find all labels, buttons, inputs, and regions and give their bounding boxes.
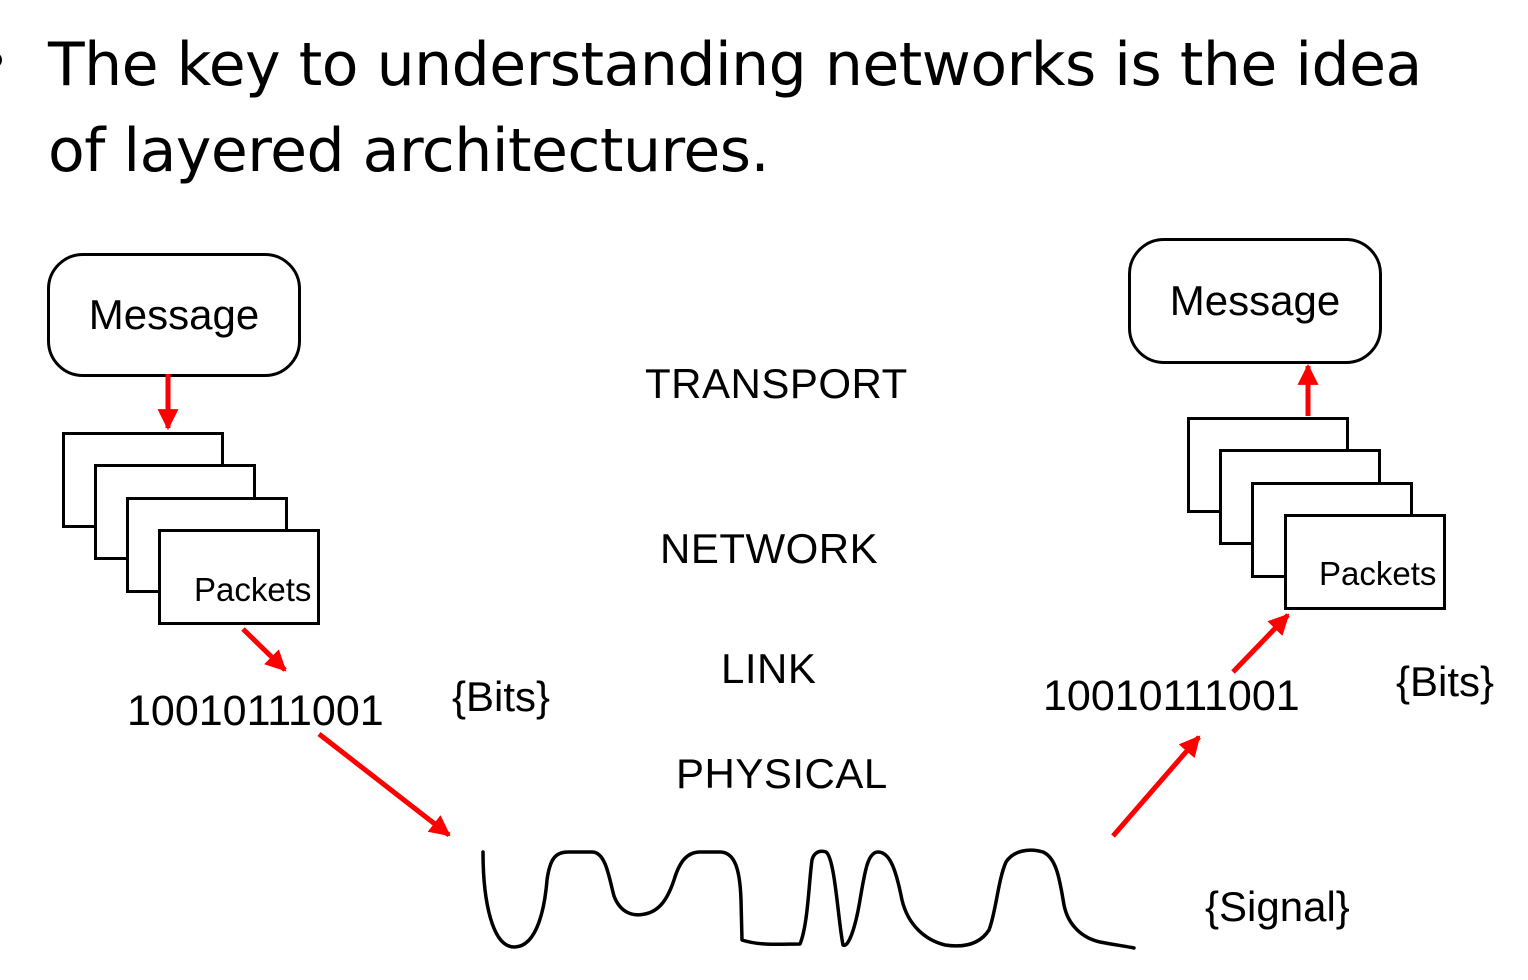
left-bits-tag: {Bits} bbox=[452, 673, 551, 720]
left-bits: 10010111001 bbox=[127, 687, 384, 735]
slide-heading: The key to understanding networks is the… bbox=[48, 30, 1422, 186]
left-packet-4 bbox=[158, 529, 320, 625]
arrow-right-bits-to-packets bbox=[1231, 613, 1290, 674]
arrow-right-signal-to-bits bbox=[1111, 735, 1201, 838]
right-bits-tag: {Bits} bbox=[1396, 658, 1495, 705]
left-message-box: Message bbox=[47, 253, 301, 377]
layer-transport: TRANSPORT bbox=[645, 360, 908, 407]
right-message-box: Message bbox=[1128, 238, 1382, 364]
bullet-point bbox=[0, 52, 2, 68]
arrow-left-packets-to-bits bbox=[241, 627, 287, 672]
signal-tag: {Signal} bbox=[1205, 883, 1350, 930]
layer-physical: PHYSICAL bbox=[676, 750, 888, 797]
arrow-left-bits-to-signal bbox=[317, 732, 451, 837]
left-packets-label: Packets bbox=[194, 571, 312, 608]
layer-link: LINK bbox=[721, 645, 817, 692]
signal-waveform bbox=[481, 848, 1136, 950]
layer-network: NETWORK bbox=[660, 525, 879, 572]
right-packet-4 bbox=[1284, 514, 1446, 610]
right-message-label: Message bbox=[1169, 277, 1341, 324]
right-bits: 10010111001 bbox=[1043, 672, 1300, 720]
left-message-label: Message bbox=[88, 291, 260, 338]
right-packets-label: Packets bbox=[1319, 555, 1437, 592]
